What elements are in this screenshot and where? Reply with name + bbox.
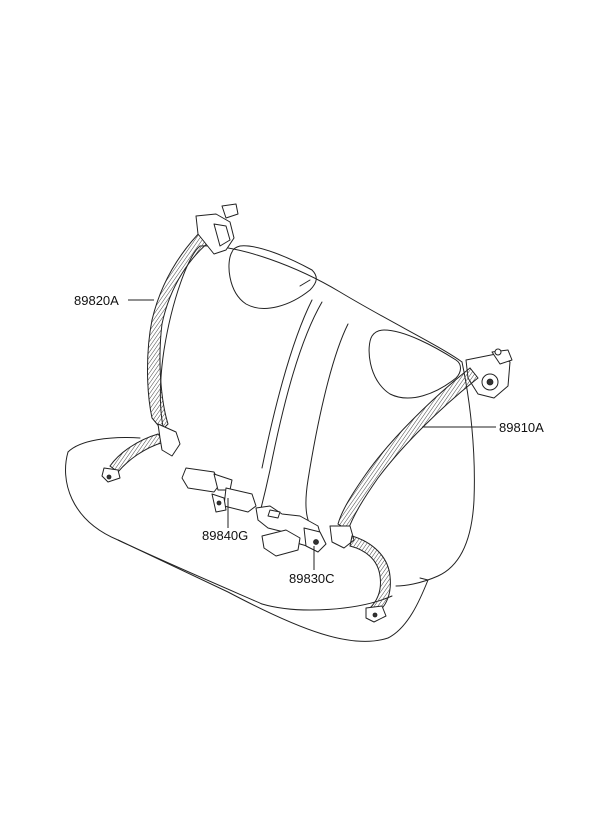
retractor-left [195, 203, 239, 255]
retractor-right [465, 348, 513, 399]
rear-seat-belt-right [329, 348, 513, 623]
tongue-plate-right [329, 525, 355, 549]
part-label-89820A: 89820A [74, 293, 119, 308]
part-label-89810A: 89810A [499, 420, 544, 435]
rear-seat-belt-left [101, 203, 239, 483]
anchor-right [365, 605, 387, 623]
buckle-assembly-left [181, 467, 257, 513]
leader-lines [128, 299, 496, 570]
part-label-89830C: 89830C [289, 571, 335, 586]
part-label-89840G: 89840G [202, 528, 248, 543]
tongue-plate-left [157, 423, 181, 457]
anchor-left [101, 467, 121, 483]
buckle-assembly-center [255, 505, 327, 557]
seat-back [159, 245, 475, 587]
